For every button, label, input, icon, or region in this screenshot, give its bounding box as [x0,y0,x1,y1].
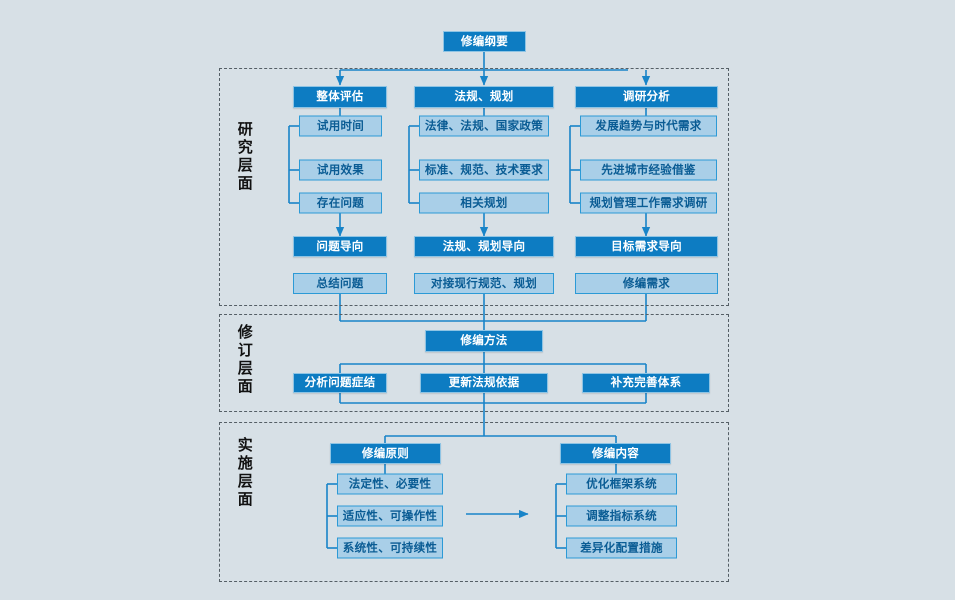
node-revision-method-header[interactable]: 修编方法 [425,330,543,352]
node-supplement-improve-system[interactable]: 补充完善体系 [582,373,710,393]
node-optimize-framework-system[interactable]: 优化框架系统 [566,473,677,495]
node-root[interactable]: 修编纲要 [443,31,526,52]
node-revision-requirements[interactable]: 修编需求 [575,273,718,294]
section-label-research: 研究层面 [235,121,254,193]
node-problem-oriented[interactable]: 问题导向 [293,236,387,257]
section-label-revision: 修订层面 [235,324,254,396]
node-revision-content-header[interactable]: 修编内容 [560,443,671,464]
node-advanced-city-experience-reference[interactable]: 先进城市经验借鉴 [580,159,717,181]
node-trial-period[interactable]: 试用时间 [299,115,382,137]
node-analyze-problem-root-cause[interactable]: 分析问题症结 [293,373,387,393]
node-related-planning[interactable]: 相关规划 [419,192,549,214]
node-planning-management-needs-survey[interactable]: 规划管理工作需求调研 [580,192,717,214]
node-summarize-problems[interactable]: 总结问题 [293,273,387,294]
section-frame-implementation [219,422,729,582]
node-goal-demand-oriented[interactable]: 目标需求导向 [575,236,718,257]
node-standards-norms-technical-requirements[interactable]: 标准、规范、技术要求 [419,159,549,181]
node-research-analysis-header[interactable]: 调研分析 [575,86,718,108]
node-laws-regulations-national-policy[interactable]: 法律、法规、国家政策 [419,115,549,137]
node-adaptability-operability[interactable]: 适应性、可操作性 [337,505,443,527]
section-frame-revision [219,314,729,412]
section-label-implementation: 实施层面 [235,437,254,509]
node-regulation-planning-oriented[interactable]: 法规、规划导向 [414,236,554,257]
node-adjust-indicator-system[interactable]: 调整指标系统 [566,505,677,527]
node-differentiated-allocation-measures[interactable]: 差异化配置措施 [566,537,677,559]
node-update-regulatory-basis[interactable]: 更新法规依据 [420,373,548,393]
node-trial-effect[interactable]: 试用效果 [299,159,382,181]
node-development-trends-and-era-needs[interactable]: 发展趋势与时代需求 [580,115,717,137]
node-statutory-necessity[interactable]: 法定性、必要性 [337,473,443,495]
section-frame-research [219,68,729,306]
node-systematic-sustainability[interactable]: 系统性、可持续性 [337,537,443,559]
node-align-current-norms-planning[interactable]: 对接现行规范、规划 [414,273,554,294]
node-overall-assessment-header[interactable]: 整体评估 [293,86,387,108]
node-revision-principles-header[interactable]: 修编原则 [330,443,441,464]
node-existing-problems[interactable]: 存在问题 [299,192,382,214]
node-regulations-planning-header[interactable]: 法规、规划 [414,86,554,108]
